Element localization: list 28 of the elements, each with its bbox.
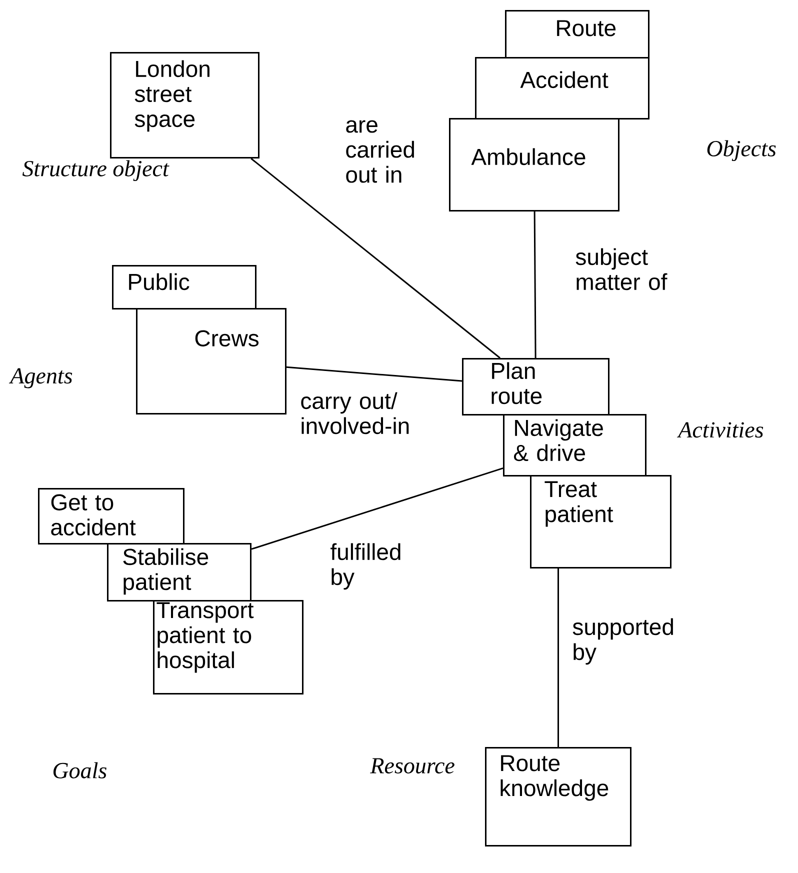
category-label: Activities: [676, 422, 764, 438]
box: Public: [112, 265, 256, 310]
edge-label: are carried out in: [346, 120, 414, 183]
box: Treat patient: [530, 475, 672, 568]
edge-label: subject matter of: [576, 248, 668, 290]
category-label: Resource: [370, 758, 454, 774]
category-label: Objects: [707, 140, 776, 162]
edge-label: carry out/ involved-in: [301, 392, 409, 434]
box: Route: [505, 10, 650, 58]
box: Ambulance: [449, 118, 620, 212]
box: Navigate & drive: [503, 414, 646, 476]
edge-label: fulfilled by: [330, 543, 400, 590]
edge-label: supported by: [572, 618, 673, 665]
category-label: Agents: [8, 368, 72, 388]
box: London street space: [110, 52, 260, 158]
category-label: Structure object: [22, 160, 170, 182]
connector: [534, 212, 536, 358]
box: Transport patient to hospital: [153, 600, 304, 694]
connector: [251, 467, 504, 550]
box: Get to accident: [38, 488, 184, 544]
box: Stabilise patient: [107, 543, 252, 602]
connector: [250, 158, 500, 359]
box: Plan route: [462, 358, 610, 416]
connector: [558, 568, 559, 747]
connector: [286, 366, 462, 382]
box: Accident: [475, 57, 650, 120]
box: Route knowledge: [485, 747, 632, 846]
category-label: Goals: [53, 762, 106, 778]
